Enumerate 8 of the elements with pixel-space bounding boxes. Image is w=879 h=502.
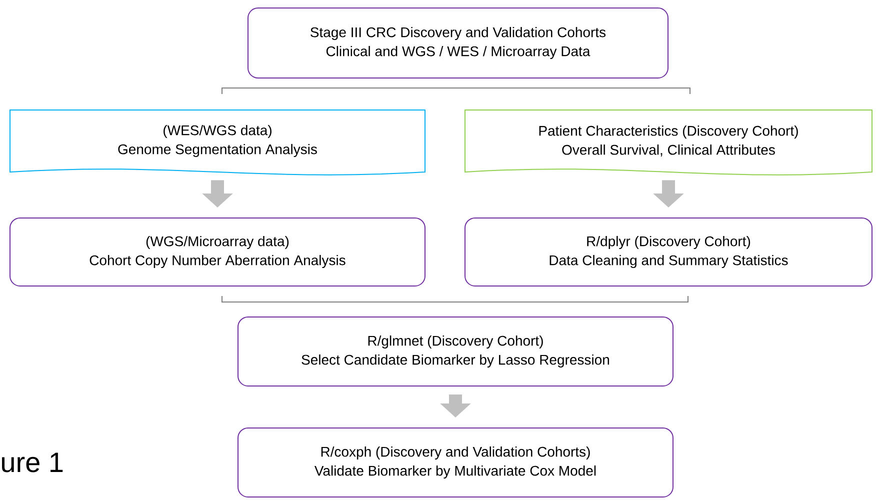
process-box: R/dplyr (Discovery Cohort) Data Cleaning and Summary Statistics bbox=[464, 217, 872, 286]
figure-label: ure 1 bbox=[2, 452, 63, 472]
process-box: R/coxph (Discovery and Validation Cohorts) Validate Biomarker by Multivariate Cox Model bbox=[238, 427, 674, 498]
process-box: Stage III CRC Discovery and Validation Cohorts Clinical and WGS / WES / Microarray Data bbox=[248, 8, 668, 78]
document-box: (WES/WGS data) Genome Segmentation Analysis bbox=[10, 109, 426, 176]
document-box: Patient Characteristics (Discovery Cohort) Overall Survival, Clinical Attributes bbox=[464, 109, 872, 176]
process-box: R/glmnet (Discovery Cohort) Select Candidate Biomarker by Lasso Regression bbox=[238, 316, 674, 386]
process-box: (WGS/Microarray data) Cohort Copy Number Aberration Analysis bbox=[10, 217, 426, 286]
